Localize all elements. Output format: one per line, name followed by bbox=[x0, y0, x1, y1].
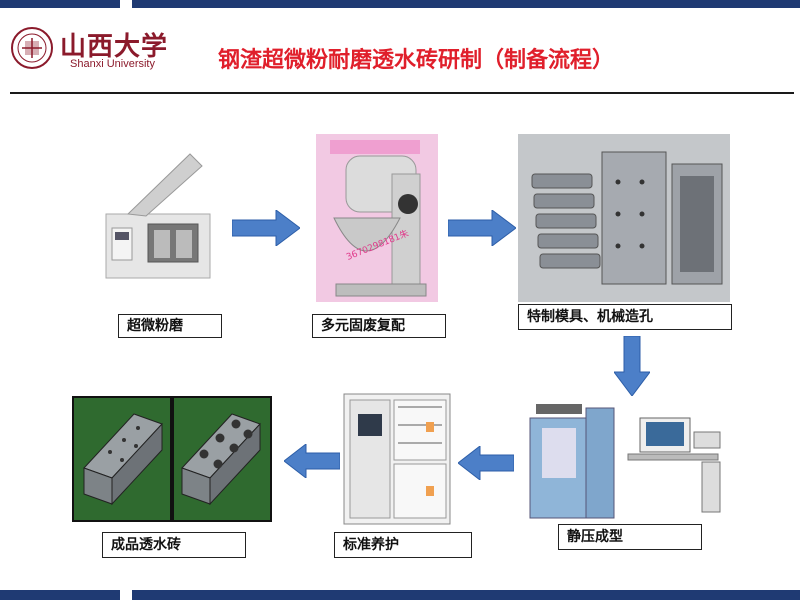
header-divider bbox=[10, 92, 794, 94]
curing-cabinet-image bbox=[342, 392, 452, 526]
step-caption: 超微粉磨 bbox=[118, 314, 222, 338]
top-bar bbox=[0, 0, 800, 8]
bottom-bar bbox=[0, 590, 800, 600]
step-caption: 静压成型 bbox=[558, 524, 702, 550]
logo-name-en: Shanxi University bbox=[70, 58, 155, 70]
arrow-right-icon bbox=[232, 210, 300, 246]
step-caption: 多元固废复配 bbox=[312, 314, 446, 338]
finished-bricks-image bbox=[72, 396, 272, 522]
page-title: 钢渣超微粉耐磨透水砖研制（制备流程） bbox=[218, 48, 615, 73]
grinding-mill-image bbox=[98, 150, 216, 288]
arrow-down-icon bbox=[614, 336, 650, 396]
arrow-left-icon bbox=[458, 446, 514, 480]
step-caption: 特制模具、机械造孔 bbox=[518, 304, 732, 330]
mixer-image: 3670298181朱 bbox=[316, 134, 438, 302]
step-caption: 成品透水砖 bbox=[102, 532, 246, 558]
logo-name-cn: 山西大学 bbox=[60, 32, 169, 62]
seal-icon bbox=[11, 27, 53, 69]
arrow-right-icon bbox=[448, 210, 516, 246]
press-machine-image bbox=[516, 398, 738, 522]
molds-image bbox=[518, 134, 730, 302]
step-caption: 标准养护 bbox=[334, 532, 472, 558]
university-logo: 山西大学 Shanxi University bbox=[10, 26, 180, 82]
arrow-left-icon bbox=[284, 444, 340, 478]
